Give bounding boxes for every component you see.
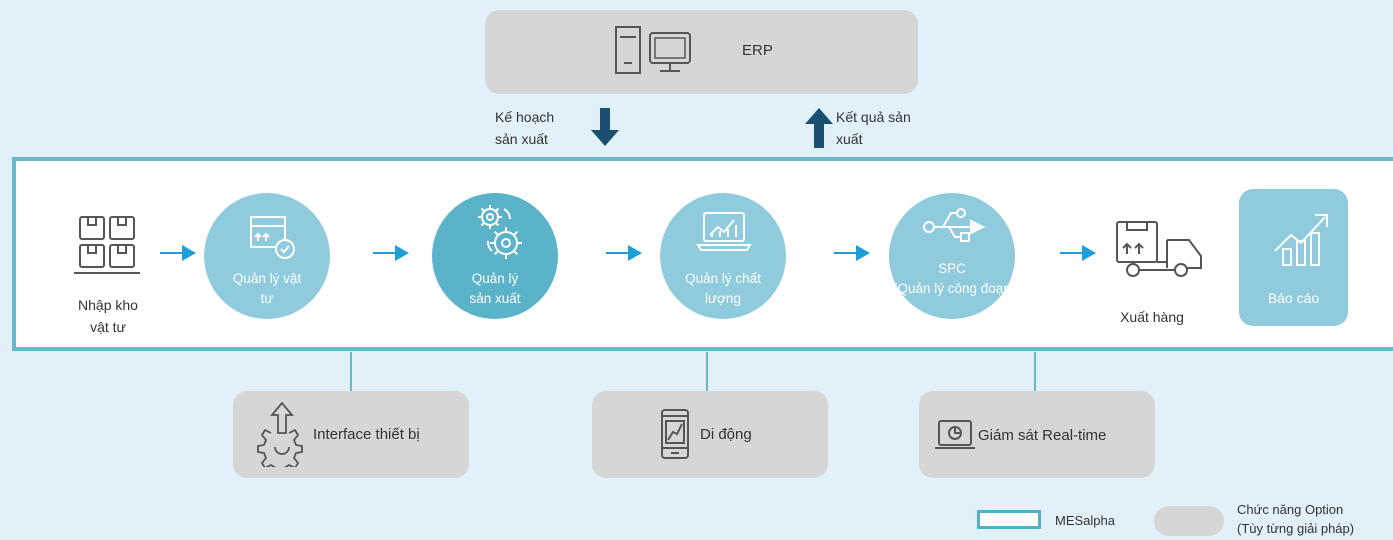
plan-label-line2: sản xuất <box>495 131 548 147</box>
usb-icon <box>923 208 985 242</box>
production-management-node: Quản lý sản xuất <box>432 193 558 319</box>
erp-box <box>485 10 918 94</box>
production-label-line1: Quản lý <box>471 271 519 286</box>
result-label-line1: Kết quả sản <box>836 109 911 125</box>
mobile-phone-icon <box>661 409 689 459</box>
computer-icon <box>615 26 691 74</box>
interface-option-box: Interface thiết bị <box>233 391 469 478</box>
flow-arrow-icon <box>834 245 870 261</box>
connector-line <box>1034 352 1036 392</box>
legend-option-line2: (Tùy từng giải pháp) <box>1237 521 1355 536</box>
report-label: Báo cáo <box>1267 290 1320 306</box>
production-label-line2: sản xuất <box>469 291 521 306</box>
package-check-icon <box>250 216 295 259</box>
mobile-option-box: Di động <box>592 391 828 478</box>
interface-label: Interface thiết bị <box>313 426 420 443</box>
plan-label-line1: Kế hoạch <box>495 109 555 125</box>
spc-label: SPC (Quản lý công đoạn) <box>889 259 1015 299</box>
boxes-icon <box>74 216 140 274</box>
quality-management-node: Quản lý chất lượng <box>660 193 786 319</box>
connector-line <box>706 352 708 392</box>
monitor-label: Giám sát Real-time <box>978 427 1107 444</box>
flow-arrow-icon <box>606 245 642 261</box>
flow-arrow-icon <box>160 245 196 261</box>
production-label: Quản lý sản xuất <box>432 269 558 309</box>
quality-label-line2: lượng <box>705 291 741 306</box>
erp-label: ERP <box>742 42 773 59</box>
monitor-chart-icon <box>935 420 975 449</box>
import-label-line2: vật tư <box>90 319 126 335</box>
material-label: Quản lý vật tư <box>204 269 330 309</box>
legend-mes-label: MESalpha <box>1055 513 1115 528</box>
legend-option-label: Chức năng Option (Tùy từng giải pháp) <box>1237 500 1354 538</box>
growth-chart-icon <box>1274 214 1328 266</box>
import-label: Nhập kho vật tư <box>58 294 158 338</box>
mobile-label: Di động <box>700 426 752 443</box>
up-arrow-icon <box>805 108 833 148</box>
legend-mes-swatch <box>977 510 1041 529</box>
export-label: Xuất hàng <box>1120 309 1184 325</box>
legend-option-swatch <box>1154 506 1224 536</box>
spc-label-line1: SPC <box>938 261 966 276</box>
quality-label: Quản lý chất lượng <box>660 269 786 309</box>
gears-icon <box>478 205 522 259</box>
monitor-option-box: Giám sát Real-time <box>919 391 1155 478</box>
material-label-line2: tư <box>260 291 274 306</box>
import-label-line1: Nhập kho <box>78 297 138 313</box>
report-node: Báo cáo <box>1239 189 1348 326</box>
plan-label: Kế hoạch sản xuất <box>495 106 554 150</box>
quality-label-line1: Quản lý chất <box>685 271 761 286</box>
down-arrow-icon <box>591 108 619 146</box>
truck-icon <box>1116 221 1202 277</box>
result-label: Kết quả sản xuất <box>836 106 911 150</box>
connector-line <box>350 352 352 392</box>
material-label-line1: Quản lý vật <box>232 271 302 286</box>
result-label-line2: xuất <box>836 131 863 147</box>
spc-label-line2: (Quản lý công đoạn) <box>893 281 1016 296</box>
upload-gear-icon <box>257 401 303 467</box>
flow-arrow-icon <box>373 245 409 261</box>
flow-arrow-icon <box>1060 245 1096 261</box>
legend-option-line1: Chức năng Option <box>1237 502 1344 517</box>
material-management-node: Quản lý vật tư <box>204 193 330 319</box>
laptop-chart-icon <box>696 212 752 251</box>
spc-node: SPC (Quản lý công đoạn) <box>889 193 1015 319</box>
